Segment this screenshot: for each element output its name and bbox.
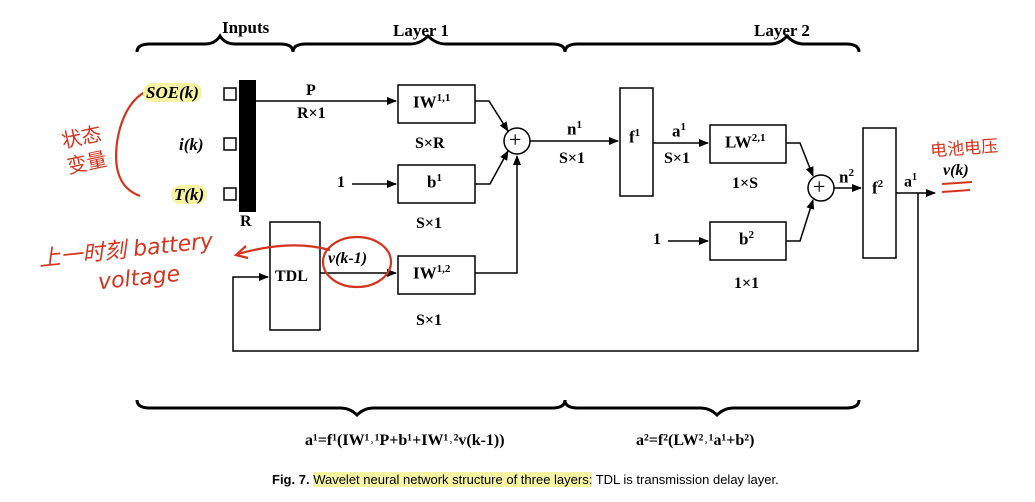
layer2-title: Layer 2 <box>754 21 810 40</box>
feedback-line <box>232 193 919 352</box>
vk1-label: v(k-1) <box>328 250 368 267</box>
bottom-brace-right <box>563 399 861 418</box>
one-input-b1: 1 <box>337 174 345 191</box>
a1-dim: S×1 <box>664 150 691 167</box>
input-i: i(k) <box>179 135 204 154</box>
layer1-title: Layer 1 <box>393 21 449 40</box>
b2-dim: 1×1 <box>734 275 760 292</box>
output-a-label: a1 <box>904 172 917 191</box>
output-v-label: v(k) <box>943 162 969 179</box>
arrow-iw11-to-sum1 <box>475 100 509 132</box>
sum-2-symbol: + <box>813 174 826 199</box>
lw21-dim: 1×S <box>732 175 759 192</box>
annotation-arrowhead <box>233 245 249 260</box>
arrow-b2-to-sum2 <box>786 199 815 242</box>
iw12-block <box>397 255 476 295</box>
p-dim-label: R×1 <box>297 105 326 122</box>
iw11-label: IW1,1 <box>413 92 451 112</box>
arrow-b1-to-sum1 <box>475 150 509 185</box>
f2-block <box>862 127 897 259</box>
b1-dim: S×1 <box>416 215 443 232</box>
input-bar <box>239 80 256 212</box>
annotation-arrow <box>237 244 331 256</box>
annotation-bracket <box>115 91 146 198</box>
n2-label: n2 <box>839 167 854 187</box>
caption-highlight: Wavelet neural network structure of thre… <box>313 472 593 487</box>
iw11-dim: S×R <box>415 135 445 152</box>
p-label: P <box>306 82 316 99</box>
sum-1-symbol: + <box>509 127 522 152</box>
handwritten-battery-voltage-note: 电池电压 <box>929 136 999 162</box>
arrow-iw12-to-sum1 <box>475 155 521 274</box>
layer2-brace <box>563 33 861 53</box>
input-soe: SOE(k) <box>143 83 202 103</box>
one-input-b2: 1 <box>653 231 661 248</box>
lw21-block <box>709 124 787 164</box>
input-t: T(k) <box>171 185 208 205</box>
f1-block <box>619 87 654 197</box>
b2-block <box>709 221 787 261</box>
vk1-circle <box>321 235 393 289</box>
inputs-brace <box>135 33 295 53</box>
equation-layer2: a²=f²(LW²˒¹a¹+b²) <box>636 432 755 449</box>
inputs-title: Inputs <box>222 18 270 37</box>
arrow-lw21-to-sum2 <box>786 142 814 177</box>
tdl-block <box>269 221 321 331</box>
iw12-dim: S×1 <box>416 312 443 329</box>
input-square-t <box>223 187 237 201</box>
lw21-label: LW2,1 <box>725 132 766 152</box>
b1-block <box>397 164 476 204</box>
figure-caption: Fig. 7. Wavelet neural network structure… <box>272 472 779 487</box>
f2-label: f2 <box>872 178 884 198</box>
b1-label: b1 <box>427 172 442 192</box>
iw12-label: IW1,2 <box>413 263 451 283</box>
b2-label: b2 <box>739 229 754 249</box>
a1-label: a1 <box>672 121 686 141</box>
caption-rest: TDL is transmission delay layer. <box>592 472 779 487</box>
n1-label: n1 <box>567 119 582 139</box>
iw11-block <box>397 84 476 124</box>
f1-label: f1 <box>629 127 641 147</box>
input-bar-label: R <box>240 213 252 230</box>
equation-layer1: a¹=f¹(IW¹˒¹P+b¹+IW¹˒²v(k-1)) <box>305 432 505 449</box>
bottom-brace-left <box>135 399 567 418</box>
caption-label: Fig. 7. <box>272 472 310 487</box>
layer1-brace <box>291 33 567 53</box>
equals-mark <box>941 181 973 193</box>
n1-dim: S×1 <box>559 150 586 167</box>
input-square-i <box>223 137 237 151</box>
tdl-label: TDL <box>275 268 308 285</box>
input-square-soe <box>223 87 237 101</box>
